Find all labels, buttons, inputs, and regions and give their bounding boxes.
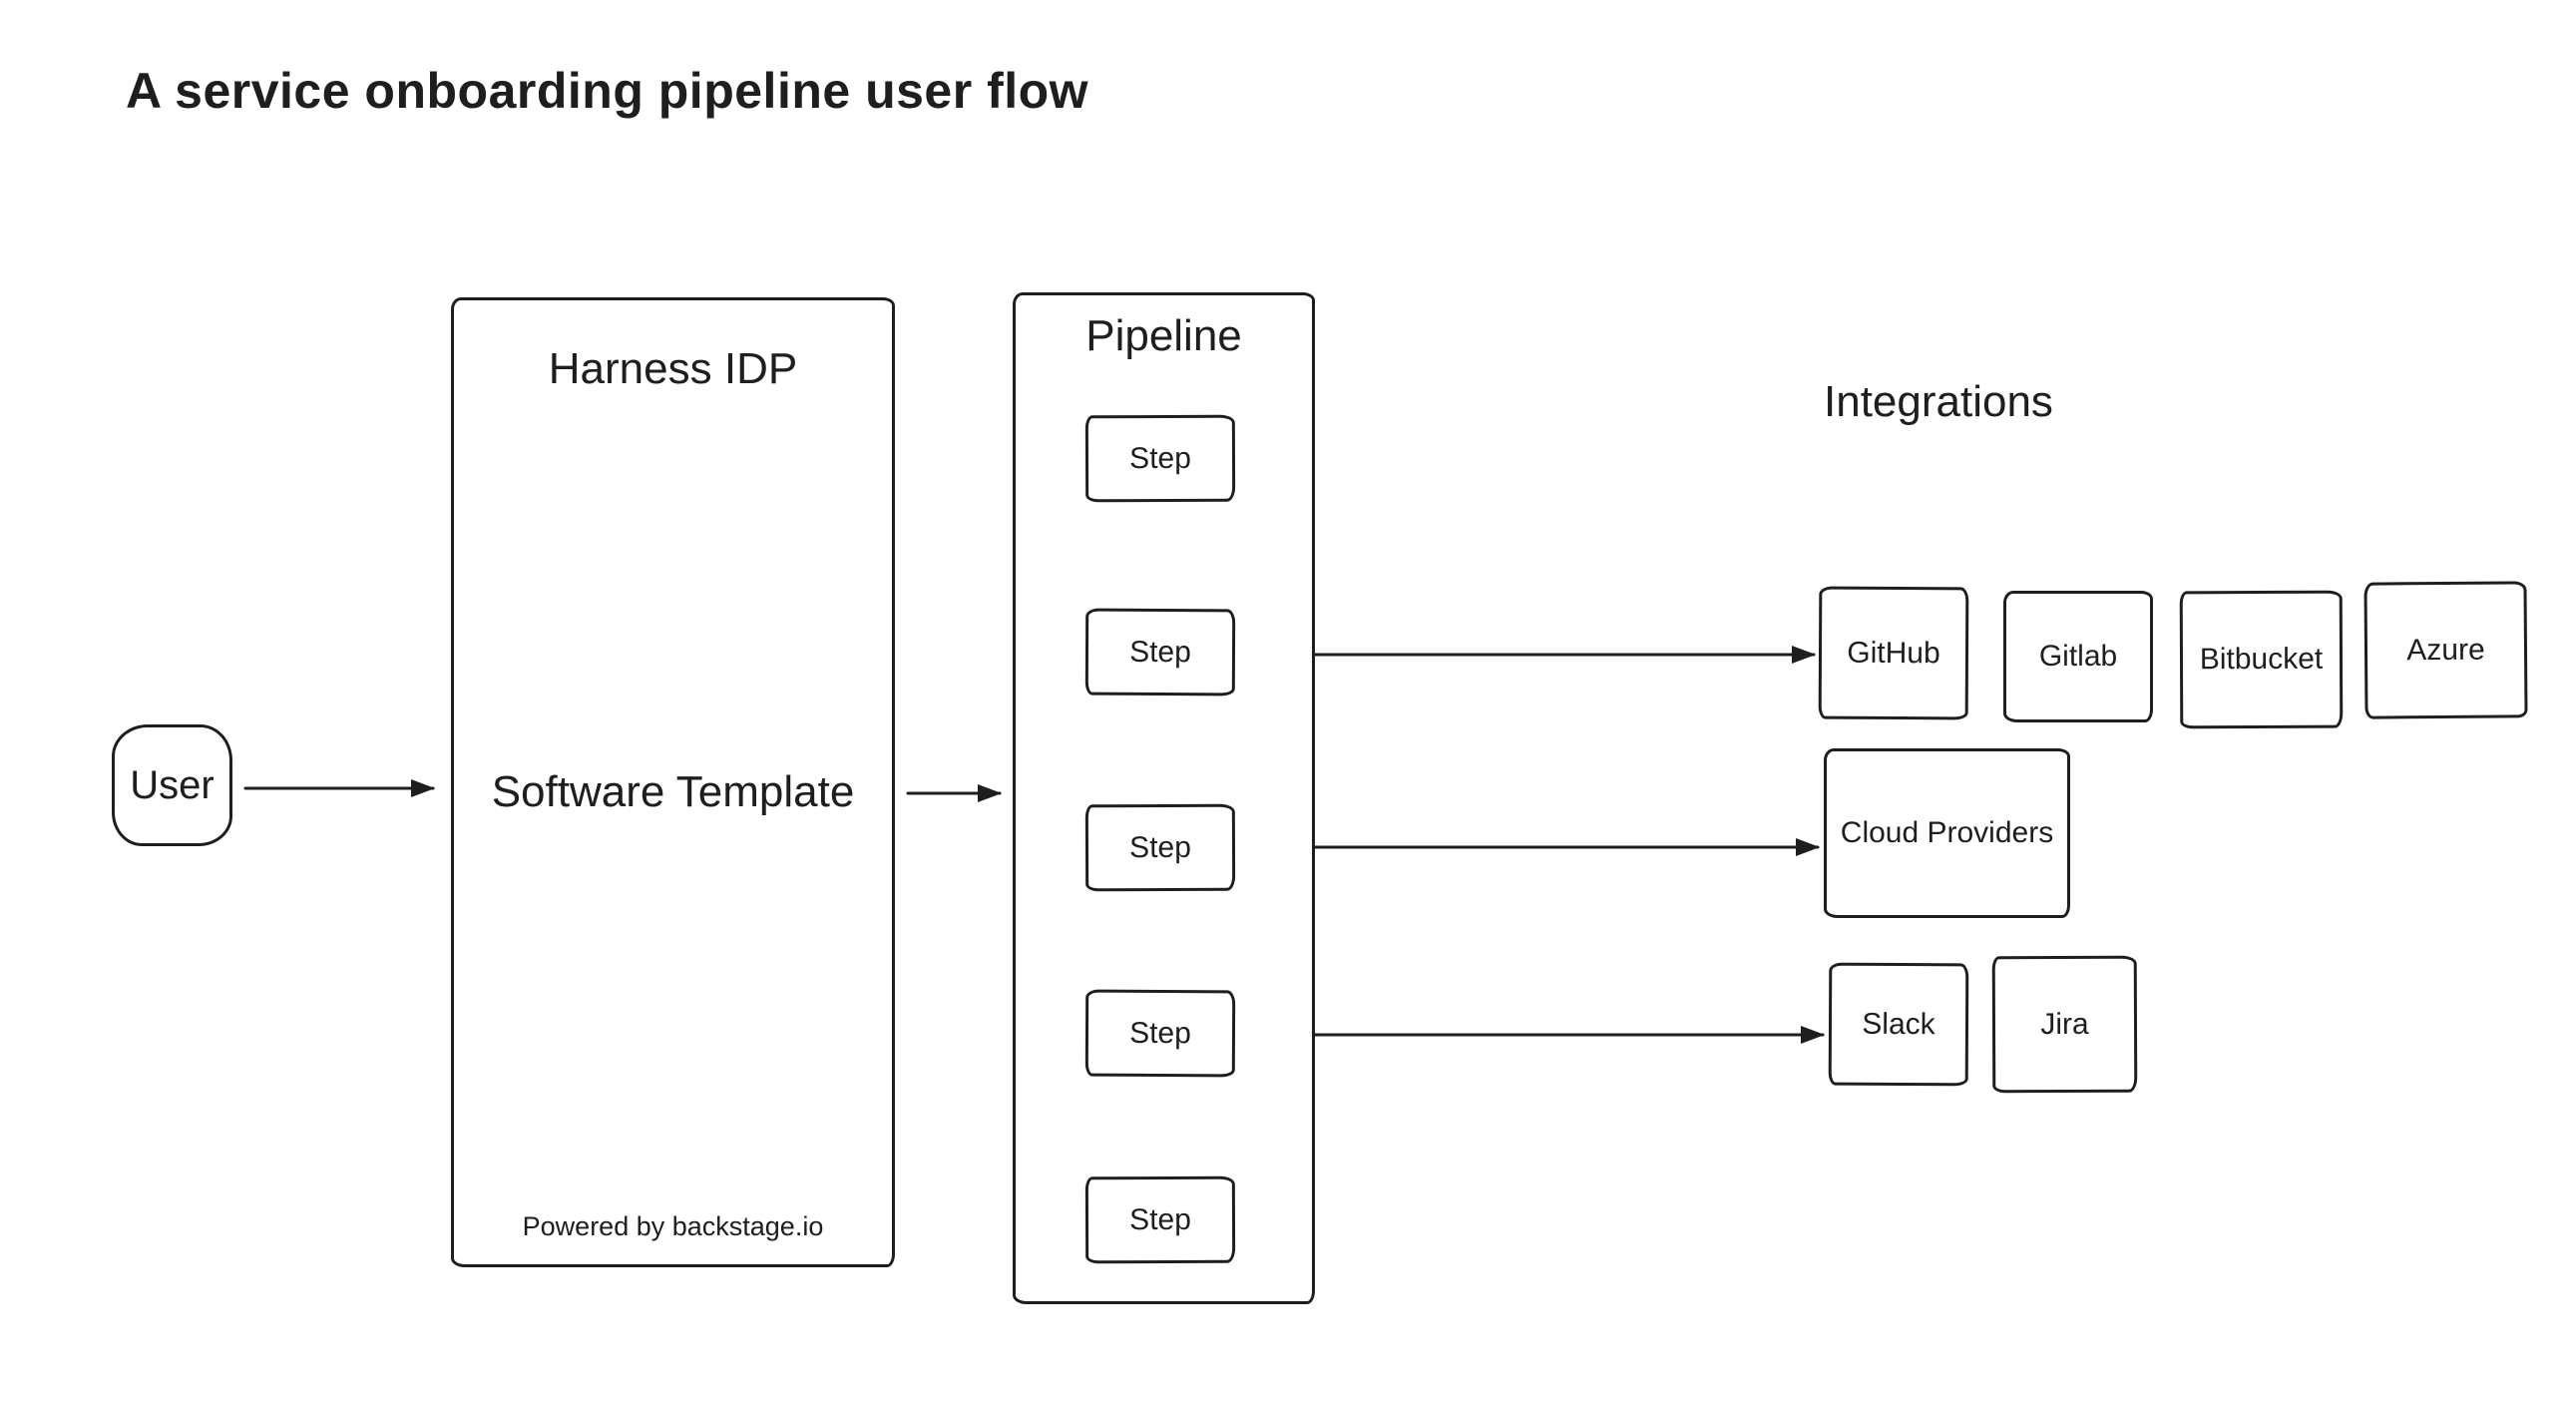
harness-idp-title: Harness IDP [548, 344, 798, 393]
integration-cloud-providers: Cloud Providers [1824, 748, 2070, 918]
integrations-title: Integrations [1824, 377, 2053, 426]
integration-github: GitHub [1818, 586, 1969, 720]
integration-azure: Azure [2363, 581, 2528, 719]
integration-gitlab-label: Gitlab [2038, 640, 2118, 673]
pipeline-step-5-label: Step [1129, 1202, 1191, 1236]
integration-bitbucket: Bitbucket [2179, 590, 2344, 729]
pipeline-step-2-label: Step [1129, 635, 1191, 669]
user-node: User [112, 724, 232, 846]
pipeline-step-1: Step [1084, 414, 1236, 503]
harness-idp-container: Harness IDP Software Template Powered by… [451, 297, 895, 1267]
pipeline-step-4-label: Step [1129, 1016, 1191, 1050]
integration-bitbucket-label: Bitbucket [2199, 642, 2324, 677]
software-template-label: Software Template [491, 767, 855, 816]
integration-jira: Jira [1991, 955, 2138, 1094]
pipeline-step-2: Step [1084, 608, 1236, 697]
pipeline-step-4: Step [1084, 989, 1236, 1078]
pipeline-step-5: Step [1084, 1175, 1236, 1264]
backstage-footer-note: Powered by backstage.io [522, 1211, 824, 1241]
diagram-title: A service onboarding pipeline user flow [126, 63, 1089, 119]
integration-cloud-providers-label: Cloud Providers [1840, 816, 2054, 849]
integration-gitlab: Gitlab [2003, 591, 2153, 722]
pipeline-step-1-label: Step [1129, 441, 1191, 475]
pipeline-step-3: Step [1084, 803, 1236, 892]
pipeline-title: Pipeline [1085, 311, 1242, 360]
user-label: User [130, 762, 215, 807]
pipeline-step-3-label: Step [1129, 830, 1191, 864]
integration-azure-label: Azure [2406, 633, 2485, 667]
integration-slack: Slack [1828, 962, 1969, 1087]
integration-jira-label: Jira [2040, 1007, 2089, 1041]
integration-github-label: GitHub [1847, 636, 1940, 670]
integration-slack-label: Slack [1862, 1007, 1935, 1041]
